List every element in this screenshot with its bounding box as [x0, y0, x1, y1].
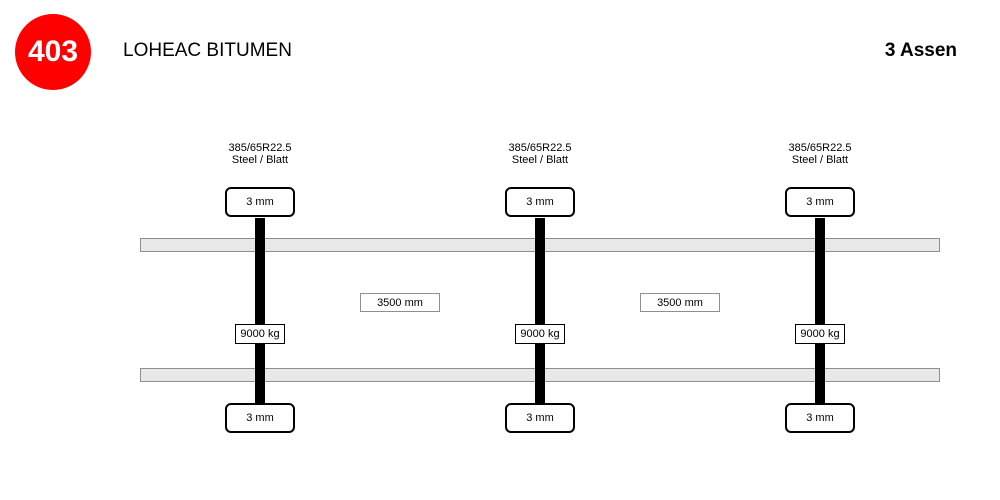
tire-type: Steel / Blatt [511, 154, 569, 166]
axle-weight: 9000 kg [795, 324, 845, 344]
axle-spacing: 3500 mm [360, 293, 440, 312]
vehicle-title: LOHEAC BITUMEN [123, 40, 292, 61]
tire-spec: 385/65R22.5 Steel / Blatt [480, 142, 600, 166]
tread-depth-bottom: 3 mm [785, 403, 855, 433]
tread-depth-top: 3 mm [225, 187, 295, 217]
tire-spec: 385/65R22.5 Steel / Blatt [760, 142, 880, 166]
axle-weight: 9000 kg [235, 324, 285, 344]
axle-spacing: 3500 mm [640, 293, 720, 312]
vehicle-number-badge: 403 [15, 14, 91, 90]
tire-size: 385/65R22.5 [788, 142, 852, 154]
axle-weight: 9000 kg [515, 324, 565, 344]
tire-size: 385/65R22.5 [508, 142, 572, 154]
tread-depth-bottom: 3 mm [505, 403, 575, 433]
axle-bar [255, 218, 265, 404]
tire-type: Steel / Blatt [231, 154, 289, 166]
tread-depth-top: 3 mm [505, 187, 575, 217]
tire-size: 385/65R22.5 [228, 142, 292, 154]
axle-count-label: 3 Assen [884, 40, 957, 61]
tread-depth-top: 3 mm [785, 187, 855, 217]
tread-depth-bottom: 3 mm [225, 403, 295, 433]
tire-spec: 385/65R22.5 Steel / Blatt [200, 142, 320, 166]
axle-bar [535, 218, 545, 404]
tire-type: Steel / Blatt [791, 154, 849, 166]
axle-bar [815, 218, 825, 404]
